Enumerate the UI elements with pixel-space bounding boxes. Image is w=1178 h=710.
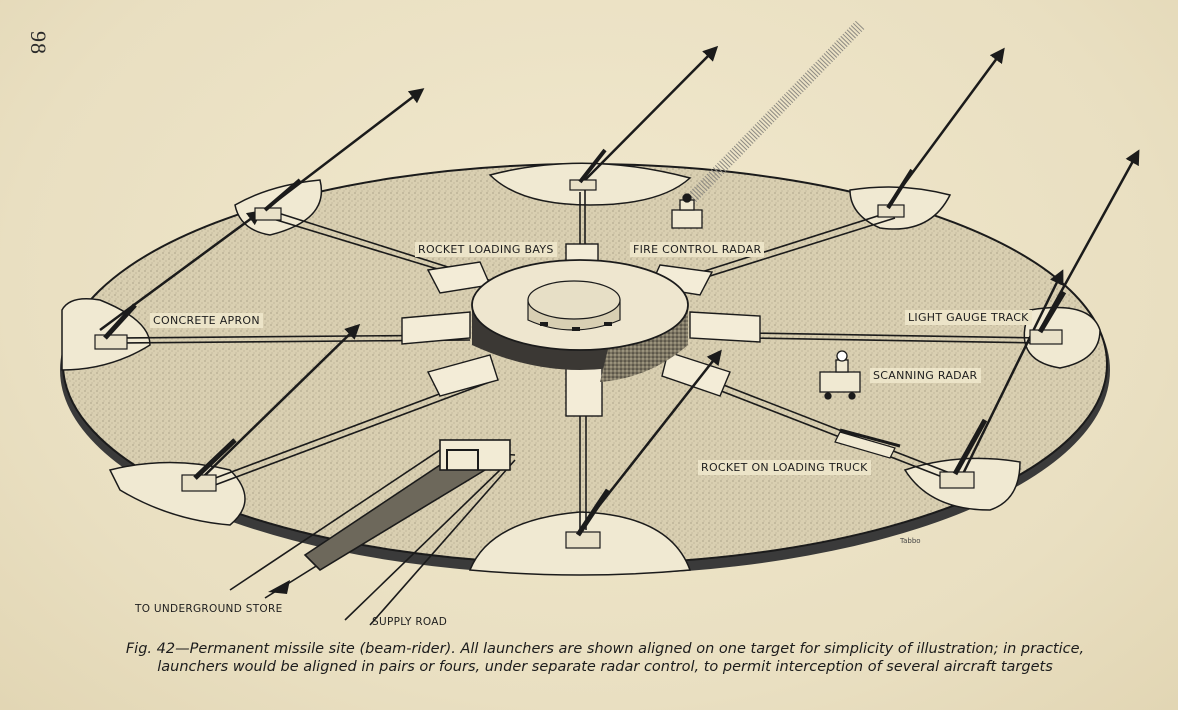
loading-truck: [834, 428, 901, 459]
label-scanning-radar: SCANNING RADAR: [870, 368, 981, 383]
guidance-beam: [685, 20, 865, 205]
label-to-underground-store: TO UNDERGROUND STORE: [135, 603, 283, 615]
trajectory-2: [584, 45, 719, 181]
launchers: [94, 148, 1067, 549]
launcher-south-west: [181, 438, 237, 492]
label-light-gauge-track: LIGHT GAUGE TRACK: [905, 310, 1032, 325]
trajectory-8: [958, 269, 1064, 481]
access-roads: [229, 439, 516, 626]
label-fire-control-radar: FIRE CONTROL RADAR: [630, 242, 765, 257]
launcher-north: [569, 148, 607, 191]
label-supply-road: SUPPLY ROAD: [372, 616, 448, 628]
caption-line-1: Fig. 42—Permanent missile site (beam-rid…: [125, 641, 1085, 657]
label-rocket-loading-bays: ROCKET LOADING BAYS: [415, 242, 557, 257]
launcher-south: [565, 488, 611, 549]
figure-caption: Fig. 42—Permanent missile site (beam-rid…: [60, 640, 1150, 676]
launcher-north-west: [254, 178, 302, 221]
artist-signature: Tabbo: [900, 537, 921, 545]
scanning-radar-unit: [819, 350, 861, 400]
central-control-building: [471, 259, 689, 382]
trajectory-6: [199, 323, 361, 481]
label-concrete-apron: CONCRETE APRON: [150, 313, 263, 328]
launcher-south-east: [939, 418, 988, 489]
fire-control-radar-unit: [671, 193, 703, 229]
launcher-pad-south-west: [108, 461, 246, 526]
entry-arrow-icon: [268, 580, 290, 594]
label-rocket-on-loading-truck: ROCKET ON LOADING TRUCK: [698, 460, 871, 475]
trajectory-5: [99, 210, 263, 332]
caption-line-2: launchers would be aligned in pairs or f…: [157, 659, 1053, 675]
launcher-west: [94, 303, 137, 350]
launcher-north-east: [877, 168, 914, 218]
launcher-east: [1029, 290, 1067, 345]
